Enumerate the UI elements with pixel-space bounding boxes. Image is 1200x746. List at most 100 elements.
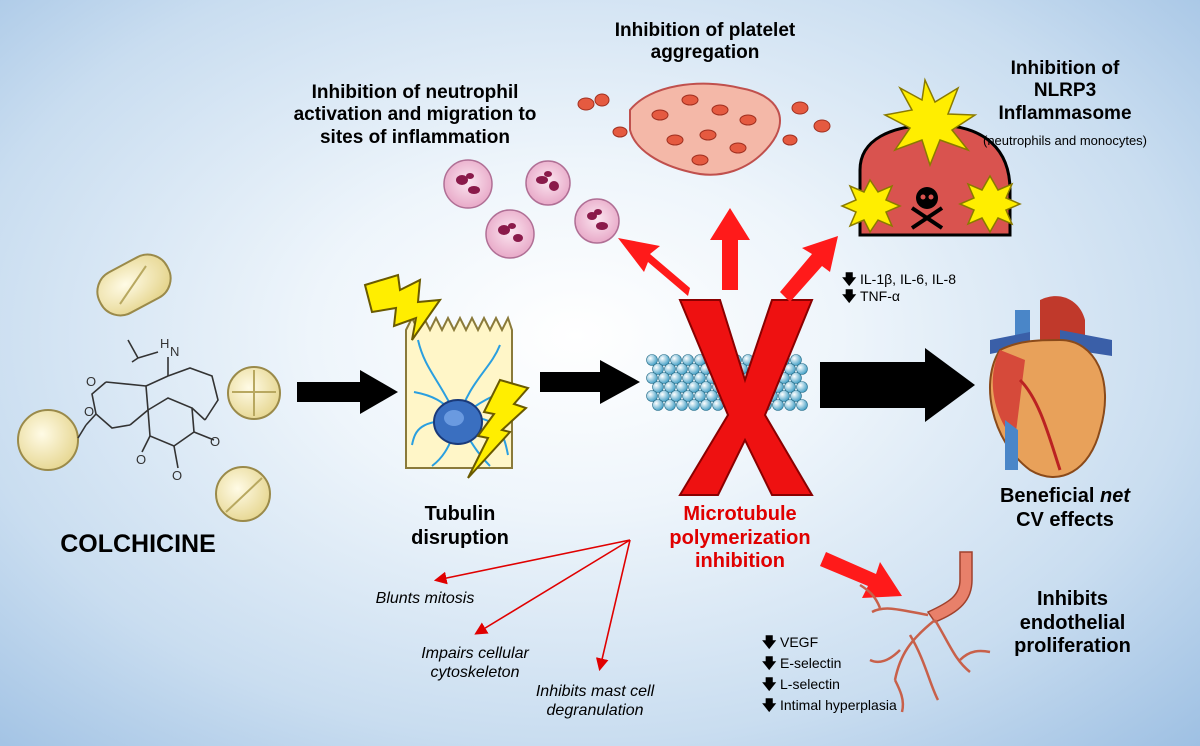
tubulin-bead (796, 381, 808, 393)
colchicine-molecule (77, 339, 219, 469)
tubulin-bead (652, 399, 664, 411)
tubulin-bead (658, 354, 670, 366)
tubulin-bead (790, 390, 802, 402)
tubulin-bead (790, 372, 802, 384)
tubulin-bead (676, 381, 688, 393)
pill-left-icon (17, 409, 79, 471)
microtubule-inhibition-label: Microtubule polymerization inhibition (669, 503, 811, 573)
platelet-inhibition-label: Inhibition of platelet aggregation (614, 20, 796, 64)
neutrophil-inhibition-label: Inhibition of neutrophil activation and … (293, 82, 537, 148)
thin-red-arrows (433, 539, 631, 672)
cv-effects-text: CV effects (1016, 508, 1114, 531)
tubulin-bead (658, 372, 670, 384)
burst-left-icon (840, 178, 902, 234)
down-arrow-icon: 🡇 (842, 271, 857, 287)
tubulin-bead (784, 381, 796, 393)
arrow-to-neutrophils (618, 238, 690, 296)
tubulin-bead (778, 390, 790, 402)
tubulin-bead (664, 363, 676, 375)
blunts-mitosis-label: Blunts mitosis (375, 590, 475, 607)
arrow-blunts-mitosis (433, 539, 631, 585)
marker-text: Intimal hyperplasia (780, 697, 897, 713)
impairs-cytoskeleton-label: Impairs cellular cytoskeleton (421, 645, 529, 681)
arrow-impairs-cytoskeleton (474, 539, 631, 635)
tubulin-bead (646, 390, 658, 402)
burst-right-icon (958, 174, 1022, 234)
beneficial-text: Beneficial (999, 485, 1101, 507)
nlrp3-title-label: Inhibition of NLRP3 Inflammasome (998, 58, 1132, 124)
tubulin-bead (694, 372, 706, 384)
tubulin-bead (670, 390, 682, 402)
red-effect-arrows (618, 208, 902, 598)
molecule-methoxy-4: O (84, 404, 94, 419)
blood-vessel-icon (859, 551, 991, 713)
pill-top-icon (96, 253, 172, 317)
nlrp3-subtitle-label: (neutrophils and monocytes) (982, 133, 1148, 148)
arrow-tubulin-to-microtubule (540, 360, 640, 404)
tubulin-bead (790, 354, 802, 366)
tubulin-bead (706, 390, 718, 402)
neutrophil-cells-icon (443, 159, 620, 259)
beneficial-cv-label: Beneficial net CV effects (975, 485, 1155, 532)
arrow-inhibits-mast (595, 539, 631, 672)
arrow-to-heart (820, 348, 975, 422)
tubulin-bead (646, 372, 658, 384)
arrow-to-nlrp3 (780, 236, 838, 302)
tubulin-bead (652, 363, 664, 375)
tubulin-bead (796, 399, 808, 411)
platelet-aggregate-icon (577, 82, 831, 176)
marker-item: 🡇Intimal hyperplasia (762, 695, 952, 716)
net-text: net (1100, 485, 1131, 507)
down-arrow-icon: 🡇 (762, 676, 777, 692)
marker-text: VEGF (780, 634, 819, 650)
tubulin-bead (658, 390, 670, 402)
tubulin-bead (682, 390, 694, 402)
down-arrow-icon: 🡇 (762, 655, 777, 671)
tubulin-bead (676, 363, 688, 375)
tubulin-bead (700, 399, 712, 411)
colchicine-label: COLCHICINE (60, 530, 216, 558)
lightning-bottom-icon (467, 378, 530, 479)
tubulin-bead (670, 354, 682, 366)
marker-item: 🡇E-selectin (762, 653, 952, 674)
tubulin-bead (688, 363, 700, 375)
pill-bottom-icon (215, 466, 271, 522)
molecule-methoxy-3: O (136, 452, 146, 467)
cytokine-text: TNF-α (860, 287, 900, 304)
marker-text: E-selectin (780, 655, 842, 671)
molecule-methoxy-2: O (172, 468, 182, 483)
cytokine-item: 🡇TNF-α (842, 288, 1012, 305)
heart-icon (989, 296, 1112, 478)
molecule-h-label: H (160, 336, 169, 351)
inflammasome-icon (840, 77, 1022, 237)
tubulin-bead (784, 399, 796, 411)
tubulin-bead (700, 381, 712, 393)
cytokine-list: 🡇IL-1β, IL-6, IL-8 🡇TNF-α (842, 271, 1012, 304)
tubulin-bead (688, 381, 700, 393)
tubulin-bead (670, 372, 682, 384)
marker-text: L-selectin (780, 676, 840, 692)
pill-right-icon (227, 366, 281, 420)
lightning-top-icon (363, 273, 443, 341)
endothelial-label: Inhibits endothelial proliferation (1014, 588, 1131, 658)
inhibits-mast-label: Inhibits mast cell degranulation (535, 683, 655, 719)
tubulin-bead (694, 390, 706, 402)
tubulin-bead (664, 381, 676, 393)
endothelial-marker-list: 🡇VEGF 🡇E-selectin 🡇L-selectin 🡇Intimal h… (762, 632, 952, 716)
marker-item: 🡇L-selectin (762, 674, 952, 695)
arrow-to-endothelial (820, 552, 902, 598)
tubulin-bead (772, 399, 784, 411)
molecule-n-label: N (170, 344, 179, 359)
arrow-colchicine-to-tubulin (297, 370, 398, 414)
tubulin-bead (796, 363, 808, 375)
down-arrow-icon: 🡇 (842, 287, 857, 304)
tubulin-bead (652, 381, 664, 393)
down-arrow-icon: 🡇 (762, 634, 777, 650)
tubulin-bead (682, 354, 694, 366)
tubulin-bead (646, 354, 658, 366)
tubulin-bead (664, 399, 676, 411)
arrow-to-platelets (710, 208, 750, 290)
down-arrow-icon: 🡇 (762, 697, 777, 713)
burst-top-icon (882, 77, 978, 168)
